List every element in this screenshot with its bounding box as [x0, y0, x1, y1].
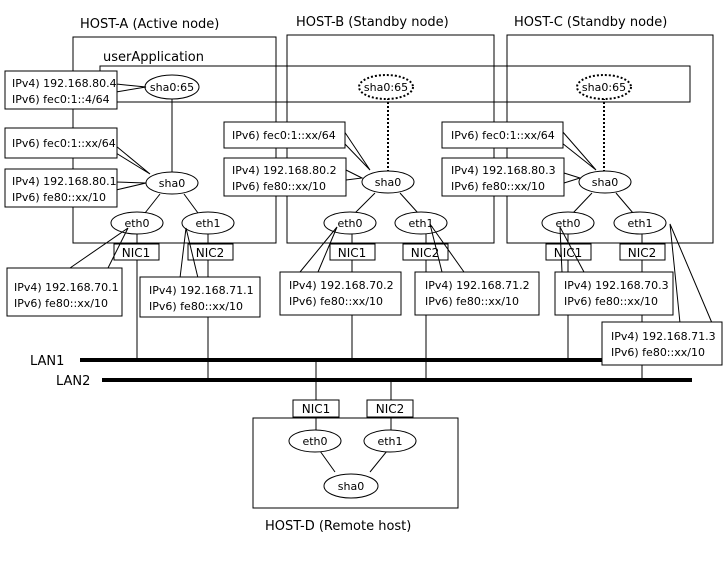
host-d-nic2-label: NIC2: [376, 402, 405, 416]
host-a-eth0: [110, 211, 164, 235]
host-c-nic1: [545, 243, 592, 261]
callout-pointers: [69, 83, 713, 324]
host-b-eth0: [323, 211, 377, 235]
host-d-nic1: [292, 399, 340, 418]
addr-c-eth1-ipv6: IPv6) fe80::xx/10: [611, 346, 705, 359]
host-a-eth1-label: eth1: [195, 217, 220, 230]
host-d-nic2: [366, 399, 414, 418]
host-a-nic1: [113, 243, 160, 261]
host-a-eth1: [181, 211, 235, 235]
callout-a-sha-v6: IPv6) fec0:1::xx/64: [4, 127, 118, 159]
addr-c-sha-ipv6-link: IPv6) fe80::xx/10: [451, 180, 545, 193]
addr-b-eth0-ipv4: IPv4) 192.168.70.2: [289, 279, 394, 292]
addr-c-eth0-ipv6: IPv6) fe80::xx/10: [564, 295, 658, 308]
callout-b-eth1: IPv4) 192.168.71.2 IPv6) fe80::xx/10: [414, 271, 540, 316]
host-b-nic2-label: NIC2: [411, 246, 440, 260]
host-a-title: HOST-A (Active node): [80, 17, 219, 32]
addr-b-eth0-ipv6: IPv6) fe80::xx/10: [289, 295, 383, 308]
host-d-title: HOST-D (Remote host): [265, 519, 411, 534]
host-c-takeover-label: sha0:65: [582, 81, 626, 94]
callout-b-sha-v6: IPv6) fec0:1::xx/64: [223, 121, 346, 149]
host-b-eth1: [394, 211, 448, 235]
host-b-eth0-label: eth0: [337, 217, 362, 230]
host-a-eth0-label: eth0: [124, 217, 149, 230]
addr-b-sha-ipv4: IPv4) 192.168.80.2: [232, 164, 337, 177]
host-c-eth0: [541, 211, 595, 235]
addr-a-sha-ipv6: IPv6) fec0:1::xx/64: [12, 137, 116, 150]
host-c-nic2: [619, 243, 666, 261]
callout-c-eth1: IPv4) 192.168.71.3 IPv6) fe80::xx/10: [601, 321, 723, 366]
callout-a-sha: IPv4) 192.168.80.1 IPv6) fe80::xx/10: [4, 168, 118, 208]
host-d-nic1-label: NIC1: [302, 402, 331, 416]
callout-c-sha: IPv4) 192.168.80.3 IPv6) fe80::xx/10: [441, 157, 565, 197]
lan1-label: LAN1: [30, 354, 64, 369]
host-c-eth1: [613, 211, 667, 235]
host-b-eth1-label: eth1: [408, 217, 433, 230]
addr-a-eth0-ipv4: IPv4) 192.168.70.1: [14, 281, 119, 294]
host-d-box: [252, 417, 459, 509]
host-c-eth0-label: eth0: [555, 217, 580, 230]
addr-b-sha-ipv6: IPv6) fec0:1::xx/64: [232, 129, 336, 142]
callout-c-sha-v6: IPv6) fec0:1::xx/64: [441, 121, 564, 149]
addr-a-eth1-ipv6: IPv6) fe80::xx/10: [149, 300, 243, 313]
callout-c-eth0: IPv4) 192.168.70.3 IPv6) fe80::xx/10: [554, 271, 674, 316]
callout-b-eth0: IPv4) 192.168.70.2 IPv6) fe80::xx/10: [279, 271, 402, 316]
host-c-title: HOST-C (Standby node): [514, 15, 667, 30]
addr-a-sha-ipv4: IPv4) 192.168.80.1: [12, 175, 117, 188]
host-d-eth0: [288, 429, 342, 453]
host-b-title: HOST-B (Standby node): [296, 15, 449, 30]
host-d-sha0-label: sha0: [338, 480, 364, 493]
host-a-nic1-label: NIC1: [122, 246, 151, 260]
host-c-eth1-label: eth1: [627, 217, 652, 230]
host-b-takeover-interface: [358, 74, 414, 100]
user-application-label: userApplication: [103, 50, 204, 65]
addr-c-eth1-ipv4: IPv4) 192.168.71.3: [611, 330, 716, 343]
addr-a-takeover-ipv6: IPv6) fec0:1::4/64: [12, 93, 110, 106]
host-b-takeover-label: sha0:65: [364, 81, 408, 94]
addr-a-takeover-ipv4: IPv4) 192.168.80.4: [12, 77, 117, 90]
addr-a-sha-ipv6-link: IPv6) fe80::xx/10: [12, 191, 106, 204]
callout-b-sha: IPv4) 192.168.80.2 IPv6) fe80::xx/10: [223, 157, 347, 197]
addr-c-eth0-ipv4: IPv4) 192.168.70.3: [564, 279, 669, 292]
addr-c-sha-ipv4: IPv4) 192.168.80.3: [451, 164, 556, 177]
host-a-takeover-label: sha0:65: [150, 81, 194, 94]
host-a-nic2: [187, 243, 234, 261]
addr-a-eth0-ipv6: IPv6) fe80::xx/10: [14, 297, 108, 310]
addr-c-sha-ipv6: IPv6) fec0:1::xx/64: [451, 129, 555, 142]
host-b-nic1-label: NIC1: [338, 246, 367, 260]
host-a-nic2-label: NIC2: [196, 246, 225, 260]
addr-a-eth1-ipv4: IPv4) 192.168.71.1: [149, 284, 254, 297]
host-b-nic1: [329, 243, 376, 261]
callout-a-takeover: IPv4) 192.168.80.4 IPv6) fec0:1::4/64: [4, 70, 118, 110]
host-c-nic1-label: NIC1: [554, 246, 583, 260]
host-d-eth1-label: eth1: [377, 435, 402, 448]
addr-b-sha-ipv6-link: IPv6) fe80::xx/10: [232, 180, 326, 193]
host-d-eth1: [363, 429, 417, 453]
addr-b-eth1-ipv4: IPv4) 192.168.71.2: [425, 279, 530, 292]
host-b-sha0: [361, 170, 415, 194]
internal-links: [136, 98, 643, 473]
host-b-nic2: [402, 243, 449, 261]
callout-a-eth0: IPv4) 192.168.70.1 IPv6) fe80::xx/10: [6, 267, 123, 317]
callout-a-eth1: IPv4) 192.168.71.1 IPv6) fe80::xx/10: [139, 276, 261, 318]
host-b-sha0-label: sha0: [375, 176, 401, 189]
host-a-sha0-label: sha0: [159, 177, 185, 190]
addr-b-eth1-ipv6: IPv6) fe80::xx/10: [425, 295, 519, 308]
host-c-nic2-label: NIC2: [628, 246, 657, 260]
host-d-sha0: [323, 473, 379, 499]
host-c-sha0-label: sha0: [592, 176, 618, 189]
host-c-takeover-interface: [576, 74, 632, 100]
host-c-sha0: [578, 170, 632, 194]
lan2-label: LAN2: [56, 374, 90, 389]
host-d-eth0-label: eth0: [302, 435, 327, 448]
